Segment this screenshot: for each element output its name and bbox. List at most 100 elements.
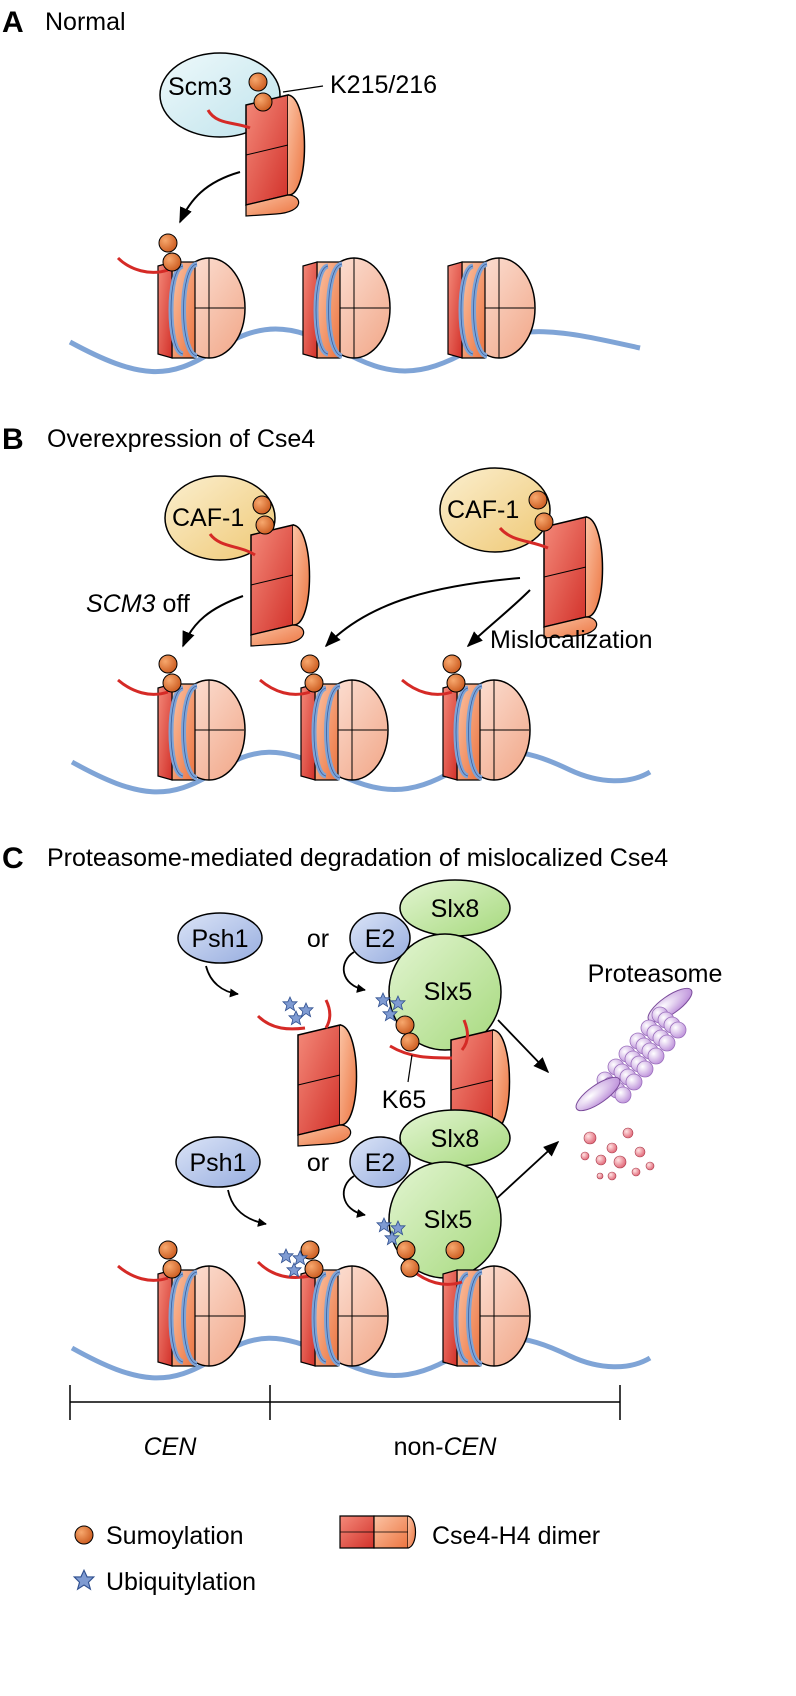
k65-label: K65 bbox=[382, 1086, 426, 1114]
dimer-legend-icon bbox=[339, 1515, 417, 1549]
sumo-icon bbox=[74, 1525, 94, 1545]
ubiquitylation-arrow bbox=[342, 1175, 366, 1218]
sumo-icon bbox=[252, 495, 272, 515]
slx5-label: Slx5 bbox=[424, 1206, 473, 1234]
fragment-dot bbox=[580, 1151, 590, 1161]
fragment-dot bbox=[595, 1154, 607, 1166]
psh1-node bbox=[175, 1136, 261, 1188]
degraded-fragments bbox=[580, 1127, 655, 1181]
e2-label: E2 bbox=[365, 925, 396, 953]
sumo-icon bbox=[442, 654, 462, 674]
fragment-dot bbox=[613, 1155, 627, 1169]
e2-node bbox=[349, 1136, 411, 1188]
fragment-dot bbox=[596, 1172, 604, 1180]
cse4-tail bbox=[117, 1264, 169, 1282]
sumo-icon bbox=[248, 72, 268, 92]
cse4-tail bbox=[324, 999, 332, 1029]
ubiquitin-icon bbox=[286, 1262, 302, 1277]
deposition-arrow bbox=[182, 595, 244, 648]
ubiquitylation-arrow bbox=[205, 965, 239, 998]
caf1-chaperone bbox=[164, 475, 276, 561]
degradation-arrow bbox=[497, 1019, 550, 1074]
fragment-dot bbox=[631, 1167, 641, 1177]
legend-ubiquitylation: Ubiquitylation bbox=[106, 1568, 256, 1596]
panel-a: A Normal Scm3 K215/216 bbox=[2, 6, 641, 375]
sumo-icon bbox=[304, 1259, 324, 1279]
degradation-arrow bbox=[494, 1140, 560, 1201]
cse4-tail bbox=[256, 1014, 306, 1031]
k65-leader-line bbox=[407, 1054, 413, 1083]
panel-c-letter: C bbox=[2, 842, 24, 875]
e2-label: E2 bbox=[365, 1149, 396, 1177]
scm3-gene: SCM3 bbox=[86, 590, 156, 618]
sumo-icon bbox=[158, 1240, 178, 1260]
sumo-icon bbox=[158, 233, 178, 253]
mislocalized-nucleosome bbox=[443, 680, 530, 780]
sumo-icon bbox=[400, 1258, 420, 1278]
ubiquitin-icon bbox=[282, 996, 298, 1011]
slx5-label: Slx5 bbox=[424, 978, 473, 1006]
scm3-label: Scm3 bbox=[168, 73, 232, 101]
non-cen-suffix: CEN bbox=[444, 1433, 498, 1461]
caf1-label-right: CAF-1 bbox=[447, 496, 519, 524]
fragment-dot bbox=[634, 1146, 646, 1158]
sumo-icon bbox=[445, 1240, 465, 1260]
non-prefix: non- bbox=[394, 1433, 444, 1461]
e2-node bbox=[349, 912, 411, 964]
cen-label: CEN bbox=[144, 1433, 198, 1461]
dimer-slx5-target bbox=[375, 992, 511, 1152]
non-cen-label: non-CEN bbox=[394, 1433, 498, 1461]
proteasome-label: Proteasome bbox=[588, 960, 723, 988]
cse4-tail bbox=[208, 533, 256, 557]
proteasome-icon bbox=[575, 987, 693, 1112]
free-dimer-a bbox=[206, 72, 306, 217]
fragment-dot bbox=[622, 1127, 634, 1139]
region-bracket bbox=[69, 1385, 621, 1420]
sumo-icon bbox=[534, 512, 554, 532]
cse4-tail bbox=[401, 678, 453, 696]
legend-sumoylation: Sumoylation bbox=[106, 1522, 244, 1550]
sumo-icon bbox=[255, 515, 275, 535]
slx8-label: Slx8 bbox=[431, 895, 480, 923]
mislocalization-label: Mislocalization bbox=[490, 626, 653, 654]
nucleosome bbox=[448, 258, 535, 358]
slx8-label: Slx8 bbox=[431, 1125, 480, 1153]
sumo-icon bbox=[158, 654, 178, 674]
fragment-dot bbox=[645, 1161, 655, 1171]
sumo-icon bbox=[162, 1259, 182, 1279]
ubiquitylation-arrow bbox=[342, 951, 366, 993]
k215-label: K215/216 bbox=[330, 71, 437, 99]
ubiquitin-icon bbox=[375, 992, 391, 1007]
mislocalized-nucleosome bbox=[301, 1266, 388, 1366]
sumo-icon bbox=[396, 1240, 416, 1260]
ubiquitin-icon bbox=[288, 1010, 304, 1025]
legend-dimer: Cse4-H4 dimer bbox=[432, 1522, 600, 1550]
ubiquitin-icon bbox=[278, 1248, 294, 1263]
free-dimer-b-left bbox=[208, 495, 311, 647]
deposition-arrow bbox=[179, 171, 241, 224]
panel-c: C Proteasome-mediated degradation of mis… bbox=[2, 842, 722, 1461]
sumo-icon bbox=[400, 1032, 420, 1052]
caf1-label-left: CAF-1 bbox=[172, 504, 244, 532]
dna-strand bbox=[70, 1335, 652, 1381]
slx5-node bbox=[388, 933, 502, 1051]
sumo-icon bbox=[253, 92, 273, 112]
psh1-label: Psh1 bbox=[190, 1149, 247, 1177]
site-leader-line bbox=[282, 85, 324, 93]
sumo-icon bbox=[528, 490, 548, 510]
ubiquitin-icon bbox=[298, 1002, 314, 1017]
cse4-tail bbox=[116, 256, 169, 274]
cen-nucleosome bbox=[158, 258, 245, 358]
or-label: or bbox=[307, 925, 329, 953]
cse4-tail bbox=[460, 1019, 469, 1051]
ubiquitylation-arrow bbox=[227, 1189, 267, 1227]
scm3-state: off bbox=[162, 590, 189, 618]
cse4-tail bbox=[117, 678, 169, 696]
cen-nucleosome bbox=[158, 1266, 245, 1366]
ubiquitin-icon bbox=[73, 1569, 95, 1590]
dna-strand bbox=[70, 749, 652, 795]
sumo-icon bbox=[162, 252, 182, 272]
panel-a-title: Normal bbox=[45, 8, 126, 36]
